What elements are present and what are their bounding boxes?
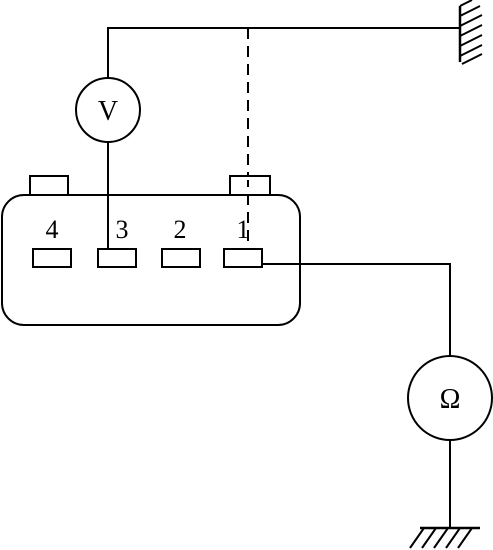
ohmmeter-lead	[262, 263, 451, 366]
pin-label-3: 3	[116, 215, 129, 244]
voltmeter: V	[75, 77, 141, 143]
pin-3	[97, 248, 137, 268]
connector-body	[1, 194, 301, 326]
voltmeter-symbol: V	[98, 96, 118, 127]
pin-2	[161, 248, 201, 268]
ohmmeter-symbol: Ω	[440, 384, 461, 415]
pin-label-1: 1	[237, 215, 250, 244]
floor-ground-symbol	[409, 526, 480, 549]
connector-tab-left	[29, 175, 69, 197]
pin-4	[32, 248, 72, 268]
wall-ground-symbol	[458, 0, 483, 65]
pin-label-2: 2	[174, 215, 187, 244]
ohmmeter: Ω	[407, 355, 493, 441]
connector-tab-right	[229, 175, 271, 197]
top-wire	[107, 27, 460, 78]
pin-1	[223, 248, 263, 268]
pin-label-4: 4	[46, 215, 59, 244]
